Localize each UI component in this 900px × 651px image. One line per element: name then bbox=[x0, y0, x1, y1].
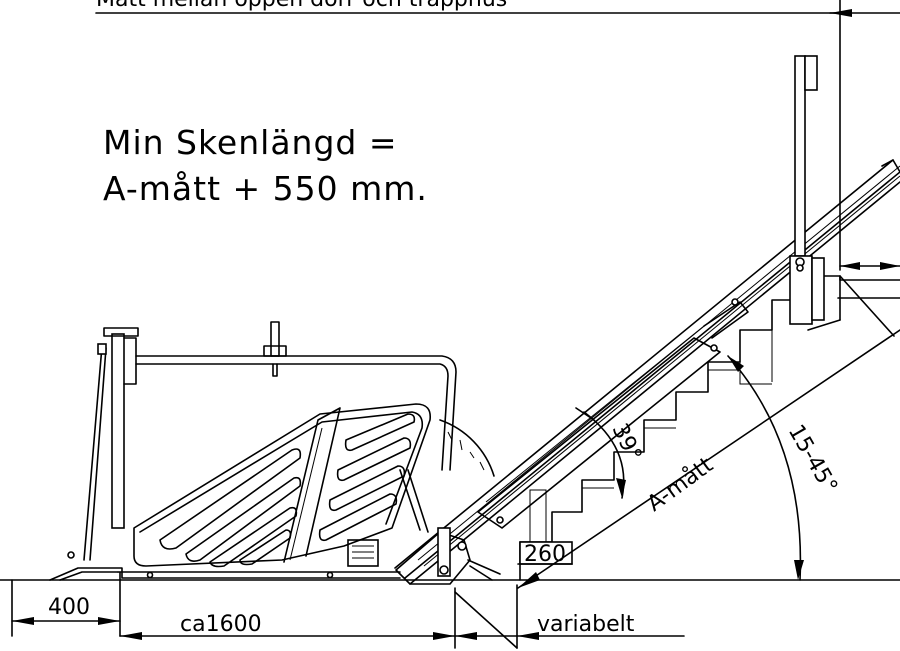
a-matt-label: A-mått bbox=[642, 452, 718, 517]
wheel-arc bbox=[439, 419, 495, 477]
dim-variabelt-arrow-back-icon bbox=[455, 632, 477, 640]
platform-fold-detail bbox=[289, 427, 323, 561]
stair-tread-detail bbox=[581, 330, 773, 512]
support-strut bbox=[83, 345, 107, 561]
base-ramp bbox=[49, 567, 401, 581]
angle-range-label: 15-45° bbox=[783, 421, 842, 498]
dim-400-arrow-right-icon bbox=[98, 617, 120, 625]
base-bolt-1 bbox=[67, 551, 75, 559]
dim-400: 400 bbox=[11, 571, 121, 637]
platform-inner bbox=[139, 411, 424, 533]
dim-variabelt-diagonal bbox=[454, 591, 518, 649]
drive-housing bbox=[477, 337, 721, 529]
angle-39-tick bbox=[575, 407, 595, 421]
drive-housing-top bbox=[485, 325, 705, 503]
dim-variabelt-label: variabelt bbox=[537, 612, 635, 637]
rear-post-handle bbox=[123, 337, 137, 385]
formula-line-2: A-mått + 550 mm. bbox=[103, 169, 428, 208]
formula: Min Skenlängd = A-mått + 550 mm. bbox=[103, 123, 428, 208]
rail-line-2 bbox=[404, 171, 900, 579]
upper-post bbox=[794, 55, 806, 257]
left-plate-slots bbox=[159, 448, 302, 568]
angle-range-arrow-top-icon bbox=[728, 356, 744, 372]
header-note: Mått mellan öppen dörr och trapphus bbox=[96, 0, 507, 12]
dim-ca1600-arrow-right-icon bbox=[433, 632, 455, 640]
upper-mount bbox=[789, 55, 825, 325]
landing-dim-arrow-right-icon bbox=[880, 262, 900, 270]
dim-variabelt: variabelt bbox=[454, 584, 685, 649]
dim-ca1600-label: ca1600 bbox=[180, 612, 262, 637]
dim-variabelt-arrow-icon bbox=[517, 632, 539, 640]
mechanism-box bbox=[347, 539, 379, 567]
handrail-outer bbox=[135, 355, 457, 471]
base-bolt-3 bbox=[326, 571, 334, 579]
stair-support-post bbox=[529, 489, 547, 542]
formula-line-1: Min Skenlängd = bbox=[103, 123, 398, 162]
angle-39-arrow-icon bbox=[616, 478, 626, 498]
rear-post bbox=[111, 333, 125, 529]
rear-pole bbox=[83, 327, 139, 561]
rail-line-4 bbox=[417, 165, 900, 561]
landing-dim bbox=[839, 262, 900, 270]
right-plate-slots bbox=[318, 413, 416, 542]
upper-post-cap bbox=[804, 55, 818, 91]
rear-post-cap bbox=[103, 327, 139, 337]
dim-260-label: 260 bbox=[524, 542, 566, 567]
housing-connector bbox=[703, 301, 749, 339]
handrail-clamp bbox=[270, 321, 280, 357]
mechanism-detail bbox=[352, 545, 374, 559]
landing-dim-arrow-icon bbox=[840, 262, 860, 270]
upper-bracket-side bbox=[811, 257, 825, 321]
carriage-bolt-1 bbox=[457, 541, 467, 551]
rail-line-3 bbox=[409, 181, 900, 585]
angle-15-45: 15-45° bbox=[727, 355, 842, 581]
a-matt-arrow-icon bbox=[518, 572, 540, 588]
landing-underside bbox=[807, 319, 841, 331]
platform-plates bbox=[133, 403, 432, 568]
base-bolt-2 bbox=[146, 571, 154, 579]
a-matt-ext-top bbox=[839, 275, 895, 337]
handrail-clamp-foot bbox=[272, 363, 278, 377]
angle-range-arrow-bottom-icon bbox=[794, 560, 804, 580]
rail-line-5 bbox=[423, 175, 900, 567]
header-arrow-icon bbox=[830, 9, 852, 17]
rail-end-cap bbox=[881, 159, 900, 173]
handrail-inner bbox=[135, 363, 449, 471]
lower-foot bbox=[395, 527, 501, 585]
platform-outline bbox=[133, 403, 432, 567]
dim-260: 260 bbox=[517, 541, 573, 567]
platform-base bbox=[49, 539, 401, 581]
base-ramp-inner bbox=[59, 571, 119, 581]
platform-fold bbox=[283, 407, 341, 563]
dim-ca1600-arrow-left-icon bbox=[120, 632, 142, 640]
lower-carriage-plate bbox=[437, 527, 451, 577]
dim-400-label: 400 bbox=[48, 595, 90, 620]
handrail-clamp-base bbox=[263, 345, 287, 357]
rail-bolt-1 bbox=[731, 298, 739, 306]
angle-39: 39° bbox=[575, 407, 647, 499]
rail-bolt-2 bbox=[710, 344, 718, 352]
handrail bbox=[135, 321, 457, 471]
foot-support bbox=[467, 559, 501, 581]
strut-top-joint bbox=[97, 343, 107, 355]
rail-line-1 bbox=[394, 159, 894, 569]
rail-bolt-3 bbox=[496, 516, 504, 524]
bracket-bolt-2 bbox=[796, 264, 804, 272]
dim-400-arrow-left-icon bbox=[12, 617, 34, 625]
rail bbox=[394, 159, 900, 585]
wheel-spokes bbox=[447, 431, 485, 471]
a-matt-line bbox=[517, 329, 900, 589]
angle-39-label: 39° bbox=[607, 420, 647, 466]
dim-ca1600: ca1600 bbox=[119, 587, 456, 649]
angle-range-arc bbox=[727, 355, 802, 581]
platform-hinge bbox=[399, 469, 429, 533]
carriage-bolt-2 bbox=[439, 565, 449, 575]
